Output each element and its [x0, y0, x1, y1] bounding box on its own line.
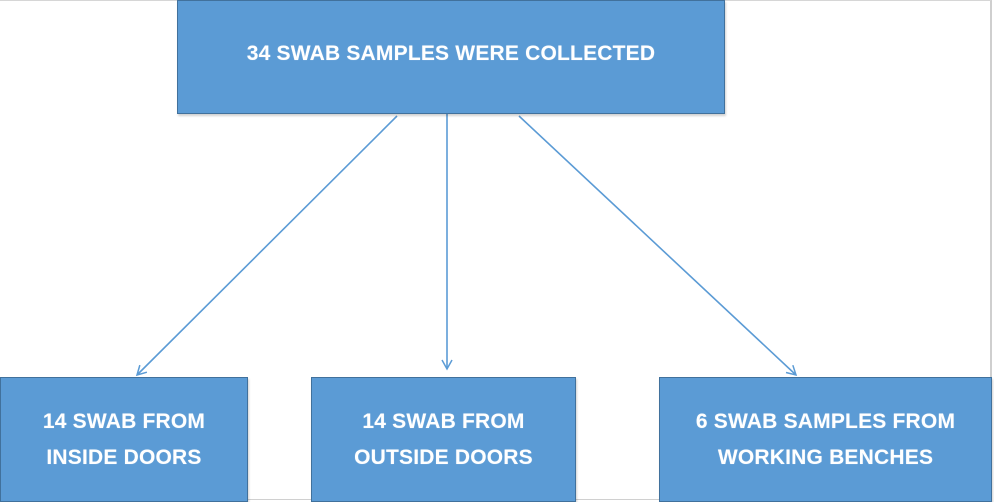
root-node-label: 34 SWAB SAMPLES WERE COLLECTED [246, 42, 656, 65]
root-node-total-samples: 34 SWAB SAMPLES WERE COLLECTED [177, 0, 725, 114]
child-node-outside-doors: 14 SWAB FROM OUTSIDE DOORS [311, 377, 576, 502]
child-node-inside-doors: 14 SWAB FROM INSIDE DOORS [0, 377, 248, 502]
child-node-label-line1: 14 SWAB FROM [42, 409, 206, 433]
child-node-label-line2: WORKING BENCHES [717, 445, 934, 469]
child-node-working-benches: 6 SWAB SAMPLES FROM WORKING BENCHES [659, 377, 992, 502]
child-node-label-line1: 14 SWAB FROM [362, 409, 525, 433]
child-node-label-line2: INSIDE DOORS [46, 445, 202, 469]
child-node-label-line1: 6 SWAB SAMPLES FROM [695, 409, 956, 433]
child-node-label-line2: OUTSIDE DOORS [354, 445, 533, 469]
